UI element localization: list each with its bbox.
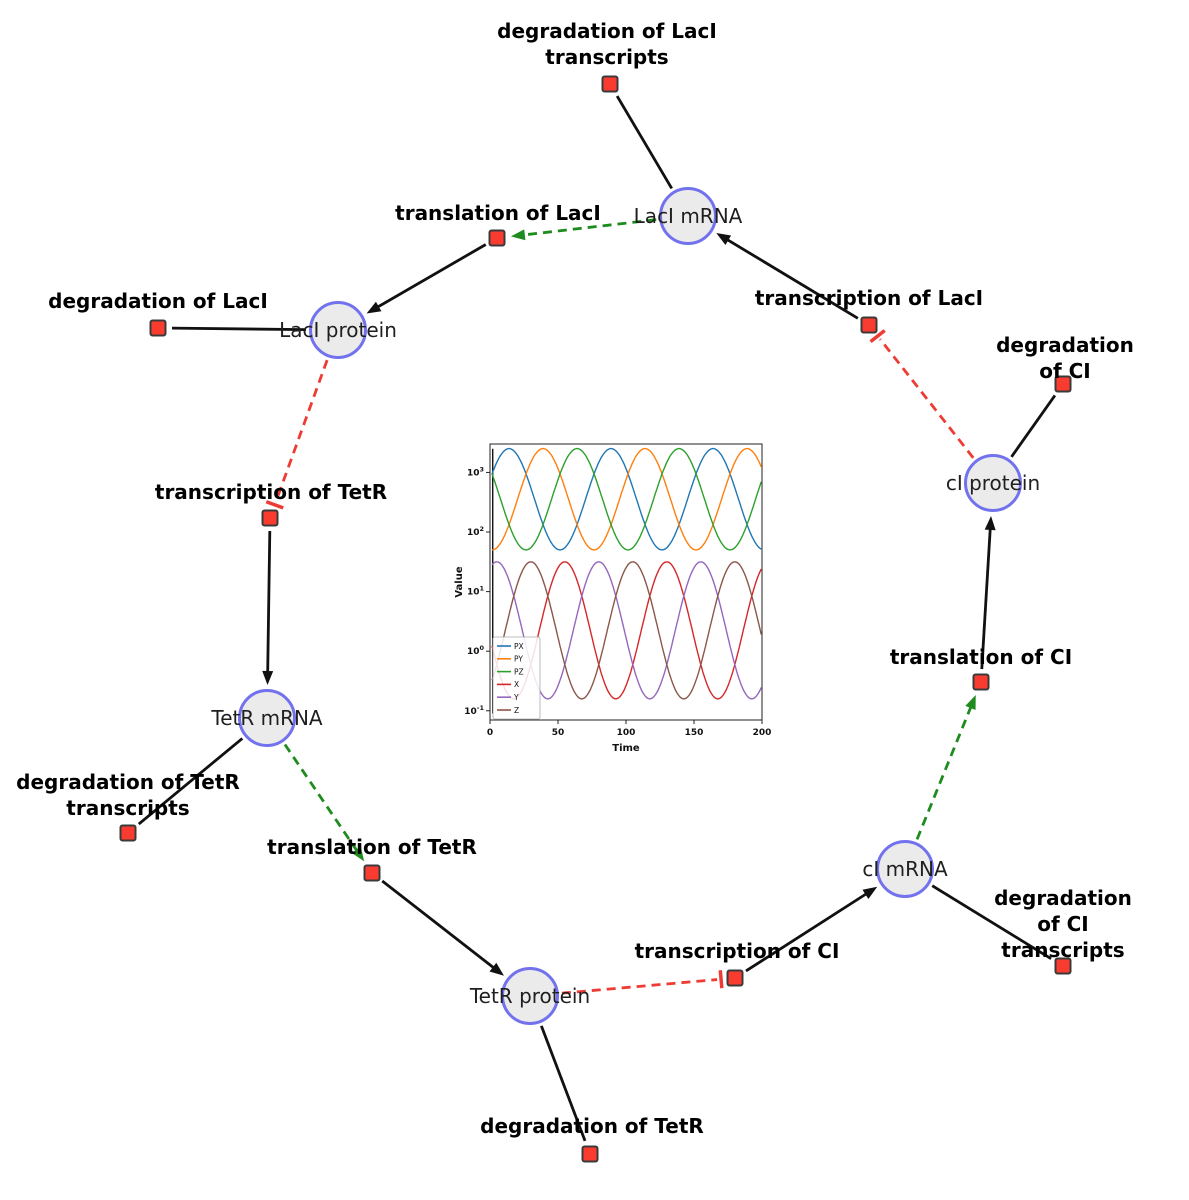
- legend-label-Y: Y: [513, 693, 519, 702]
- series-Z: [491, 561, 762, 700]
- reaction-node-deg-laci-tx[interactable]: [601, 75, 619, 93]
- reaction-node-deg-tetr[interactable]: [581, 1145, 599, 1163]
- edge-production-transcription-ci-to-ci-mrna: [745, 886, 878, 973]
- reaction-label-deg-ci: degradation of CI: [996, 333, 1134, 383]
- inhibition-bar-icon: [869, 329, 886, 343]
- chart-legend: PX PY PZ XYZ: [492, 636, 541, 720]
- edge-modifier-tetr-mrna-to-translation-tetr: [283, 743, 365, 862]
- edge-production-translation-tetr-to-tetr-protein: [381, 879, 504, 976]
- reaction-label-transcription-tetr: transcription of TetR: [154, 480, 388, 504]
- reaction-node-translation-laci[interactable]: [488, 229, 506, 247]
- species-label-laci-mrna: LacI mRNA: [633, 204, 743, 228]
- series-PY: [491, 447, 762, 551]
- arrowhead-icon: [489, 962, 504, 976]
- x-tick-label: 200: [753, 728, 772, 738]
- species-node-tetr-protein[interactable]: [501, 967, 559, 1025]
- edge-production-translation-laci-to-laci-protein: [366, 243, 487, 314]
- reaction-label-deg-ci-tx: degradation of CI transcripts: [994, 886, 1132, 962]
- edge-consumption-laci-protein-to-deg-laci: [171, 326, 307, 332]
- species-node-ci-protein[interactable]: [964, 454, 1022, 512]
- arrowhead-icon: [510, 229, 526, 241]
- arrowhead-icon: [351, 846, 365, 862]
- reaction-label-translation-tetr: translation of TetR: [267, 835, 477, 859]
- x-tick-label: 100: [617, 728, 636, 738]
- edge-consumption-tetr-mrna-to-deg-tetr-tx: [137, 737, 244, 826]
- reaction-node-translation-ci[interactable]: [972, 673, 990, 691]
- arrowhead-icon: [862, 886, 878, 899]
- species-label-tetr-protein: TetR protein: [469, 984, 591, 1008]
- edge-inhibition-laci-protein-to-transcription-tetr: [265, 359, 329, 510]
- edge-inhibition-tetr-protein-to-transcription-ci: [561, 970, 724, 995]
- reaction-label-deg-laci: degradation of LacI: [48, 289, 268, 313]
- edge-production-transcription-laci-to-laci-mrna: [716, 233, 859, 320]
- reaction-label-transcription-laci: transcription of LacI: [754, 286, 984, 310]
- legend-label-X: X: [514, 680, 519, 689]
- reaction-node-deg-tetr-tx[interactable]: [119, 824, 137, 842]
- edge-consumption-laci-mrna-to-deg-laci-tx: [615, 95, 673, 190]
- edge-modifier-ci-mrna-to-translation-ci: [915, 694, 976, 840]
- reaction-node-transcription-ci[interactable]: [726, 969, 744, 987]
- reaction-label-deg-laci-tx: degradation of LacI transcripts: [497, 19, 717, 69]
- x-tick-label: 150: [685, 728, 704, 738]
- series-PX: [491, 447, 762, 551]
- arrowhead-icon: [965, 694, 976, 711]
- edge-consumption-ci-protein-to-deg-ci: [1010, 394, 1057, 458]
- reaction-node-translation-tetr[interactable]: [363, 864, 381, 882]
- reaction-label-transcription-ci: transcription of CI: [634, 939, 840, 963]
- series-PZ: [491, 447, 762, 551]
- reaction-label-translation-laci: translation of LacI: [395, 201, 601, 225]
- legend-label-PY: PY: [514, 655, 523, 664]
- legend-label-PZ: PZ: [514, 667, 524, 676]
- edge-modifier-laci-mrna-to-translation-laci: [510, 218, 657, 241]
- x-tick-label: 50: [552, 728, 565, 738]
- edge-production-transcription-tetr-to-tetr-mrna: [262, 530, 274, 686]
- arrowhead-icon: [366, 301, 382, 314]
- edge-consumption-ci-mrna-to-deg-ci-tx: [931, 884, 1052, 960]
- arrowhead-icon: [262, 670, 274, 686]
- reaction-node-deg-ci[interactable]: [1054, 375, 1072, 393]
- reaction-label-deg-tetr: degradation of TetR: [480, 1114, 704, 1138]
- species-node-tetr-mrna[interactable]: [238, 689, 296, 747]
- species-node-ci-mrna[interactable]: [876, 840, 934, 898]
- edge-inhibition-ci-protein-to-transcription-laci: [869, 329, 975, 459]
- y-axis-label: Value: [454, 566, 465, 597]
- reaction-node-transcription-laci[interactable]: [860, 316, 878, 334]
- x-axis-label: Time: [612, 743, 640, 754]
- species-label-ci-mrna: cI mRNA: [862, 857, 948, 881]
- reaction-node-deg-laci[interactable]: [149, 319, 167, 337]
- legend-label-Z: Z: [514, 706, 519, 715]
- arrowhead-icon: [984, 515, 996, 531]
- legend-label-PX: PX: [514, 642, 524, 651]
- edge-consumption-tetr-protein-to-deg-tetr: [540, 1025, 587, 1142]
- species-label-tetr-mrna: TetR mRNA: [211, 706, 323, 730]
- x-tick-label: 0: [487, 728, 493, 738]
- edge-production-translation-ci-to-ci-protein: [980, 515, 996, 670]
- species-label-laci-protein: LacI protein: [279, 318, 397, 342]
- inhibition-bar-icon: [265, 500, 284, 510]
- reaction-label-deg-tetr-tx: degradation of TetR transcripts: [16, 770, 240, 820]
- species-label-ci-protein: cI protein: [945, 471, 1041, 495]
- species-node-laci-protein[interactable]: [309, 301, 367, 359]
- inhibition-bar-icon: [718, 970, 724, 989]
- reaction-node-deg-ci-tx[interactable]: [1054, 957, 1072, 975]
- reaction-node-transcription-tetr[interactable]: [261, 509, 279, 527]
- species-node-laci-mrna[interactable]: [659, 187, 717, 245]
- arrowhead-icon: [716, 233, 732, 245]
- reaction-label-translation-ci: translation of CI: [889, 645, 1073, 669]
